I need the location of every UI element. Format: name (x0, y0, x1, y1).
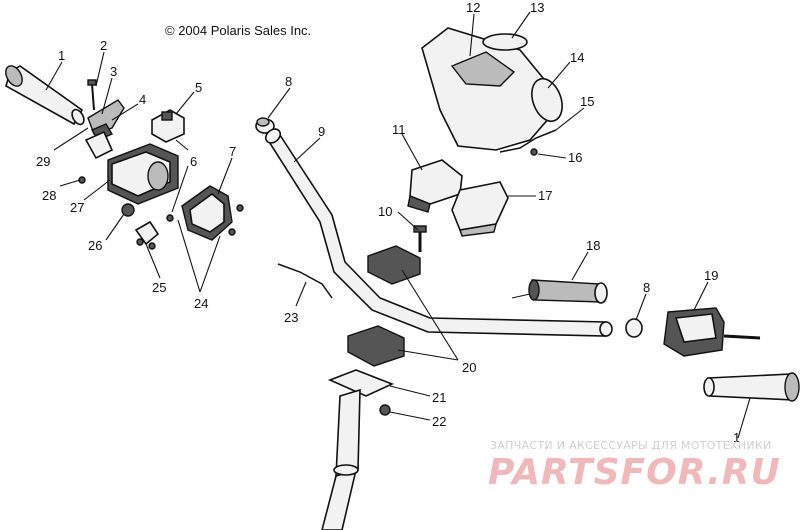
part-end-plug-8a (255, 117, 275, 134)
watermark-logo: PARTSFOR.RU (488, 452, 781, 493)
part-clamp-cover-11 (407, 159, 463, 213)
callout-27: 27 (70, 200, 84, 215)
callout-25: 25 (152, 280, 166, 295)
callout-19: 19 (704, 268, 718, 283)
callout-1b: 1 (733, 430, 740, 445)
part-throttle-housing (84, 130, 179, 205)
part-steering-column (321, 369, 395, 530)
part-handlebar (264, 128, 613, 337)
watermark-tagline: ЗАПЧАСТИ И АКСЕССУАРЫ ДЛЯ МОТОТЕХНИКИ (490, 439, 772, 452)
callout-21: 21 (432, 390, 446, 405)
part-screw-2 (87, 79, 97, 111)
part-brake-lever (663, 307, 761, 357)
part-nut-26 (121, 203, 135, 217)
callout-8b: 8 (643, 280, 650, 295)
callout-labels: 1 2 3 4 5 6 7 8 9 10 11 12 13 14 15 16 1… (36, 0, 740, 445)
part-left-grip (5, 65, 85, 126)
callout-4: 4 (139, 92, 146, 107)
part-end-plug-8b (625, 318, 643, 338)
part-screw-6 (166, 214, 174, 222)
copyright-text: © 2004 Polaris Sales Inc. (165, 23, 311, 38)
watermark: ЗАПЧАСТИ И АКСЕССУАРЫ ДЛЯ МОТОТЕХНИКИ PA… (488, 439, 781, 493)
callout-7: 7 (229, 144, 236, 159)
callout-24: 24 (194, 296, 208, 311)
callout-10: 10 (378, 204, 392, 219)
callout-20: 20 (462, 360, 476, 375)
callout-2: 2 (100, 38, 107, 53)
part-nut-22 (379, 404, 391, 416)
callout-26: 26 (88, 238, 102, 253)
part-clamp-upper-20 (367, 245, 421, 285)
callout-15: 15 (580, 94, 594, 109)
callout-22: 22 (432, 414, 446, 429)
part-switch-housing-7 (181, 185, 244, 241)
part-cable-23 (277, 263, 333, 299)
part-bolt-10 (413, 225, 427, 252)
callout-12: 12 (466, 0, 480, 15)
callout-5: 5 (195, 80, 202, 95)
callout-11: 11 (392, 122, 406, 137)
part-screw-16 (530, 148, 538, 156)
callout-1a: 1 (58, 48, 65, 63)
callout-8a: 8 (285, 74, 292, 89)
callout-3: 3 (110, 64, 117, 79)
leader-lines (45, 11, 751, 439)
callout-9: 9 (318, 124, 325, 139)
callout-28: 28 (42, 188, 56, 203)
callout-13: 13 (530, 0, 544, 15)
callout-18: 18 (586, 238, 600, 253)
part-handlebar-pod (421, 27, 563, 151)
callout-23: 23 (284, 310, 298, 325)
callout-17: 17 (538, 188, 552, 203)
part-clip-25 (134, 220, 160, 250)
callout-29: 29 (36, 154, 50, 169)
part-heated-grip (511, 279, 608, 304)
callout-6: 6 (190, 154, 197, 169)
callout-14: 14 (570, 50, 584, 65)
callout-16: 16 (568, 150, 582, 165)
part-switch-5 (151, 109, 189, 151)
part-right-grip (703, 372, 800, 402)
part-clamp-lower-20 (347, 325, 405, 367)
part-decal-13 (482, 33, 528, 51)
part-wire-15 (499, 129, 557, 153)
part-cover-17 (451, 181, 509, 237)
